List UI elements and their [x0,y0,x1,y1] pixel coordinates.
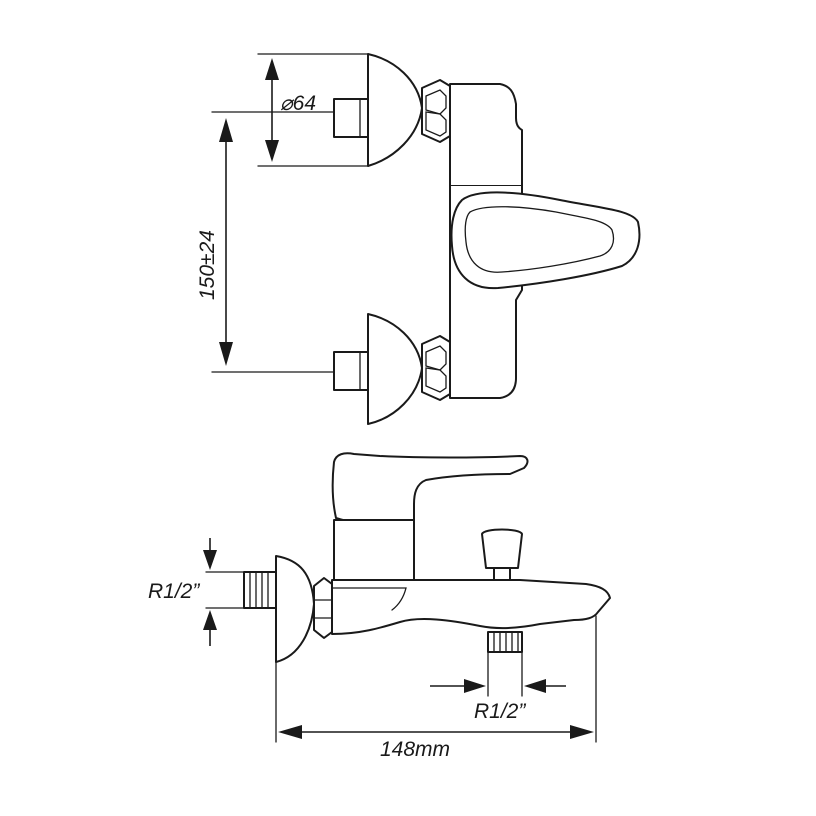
handle-top-view [450,191,641,290]
top-view: ⌀64 150±24 [196,53,641,425]
side-view: R1/2” R1/2” 148mm [148,452,611,761]
upper-connector [333,98,369,138]
mixer-body-top [449,83,523,187]
thread-bottom-label: R1/2” [474,700,526,723]
outlet-thread [487,631,523,653]
upper-escutcheon [367,53,423,167]
cartridge-housing [333,519,415,581]
spout-body [331,579,611,635]
lever-handle [331,452,529,526]
center-distance-label: 150±24 [196,230,219,300]
thread-left-label: R1/2” [148,580,200,603]
lower-escutcheon [367,313,423,425]
threaded-inlet [243,571,277,609]
diverter-knob [481,528,523,569]
overall-length-label: 148mm [380,738,450,761]
body-hex-nut [313,577,333,639]
diameter-label: ⌀64 [280,92,316,115]
lower-connector [333,351,369,391]
wall-flange [275,555,315,663]
